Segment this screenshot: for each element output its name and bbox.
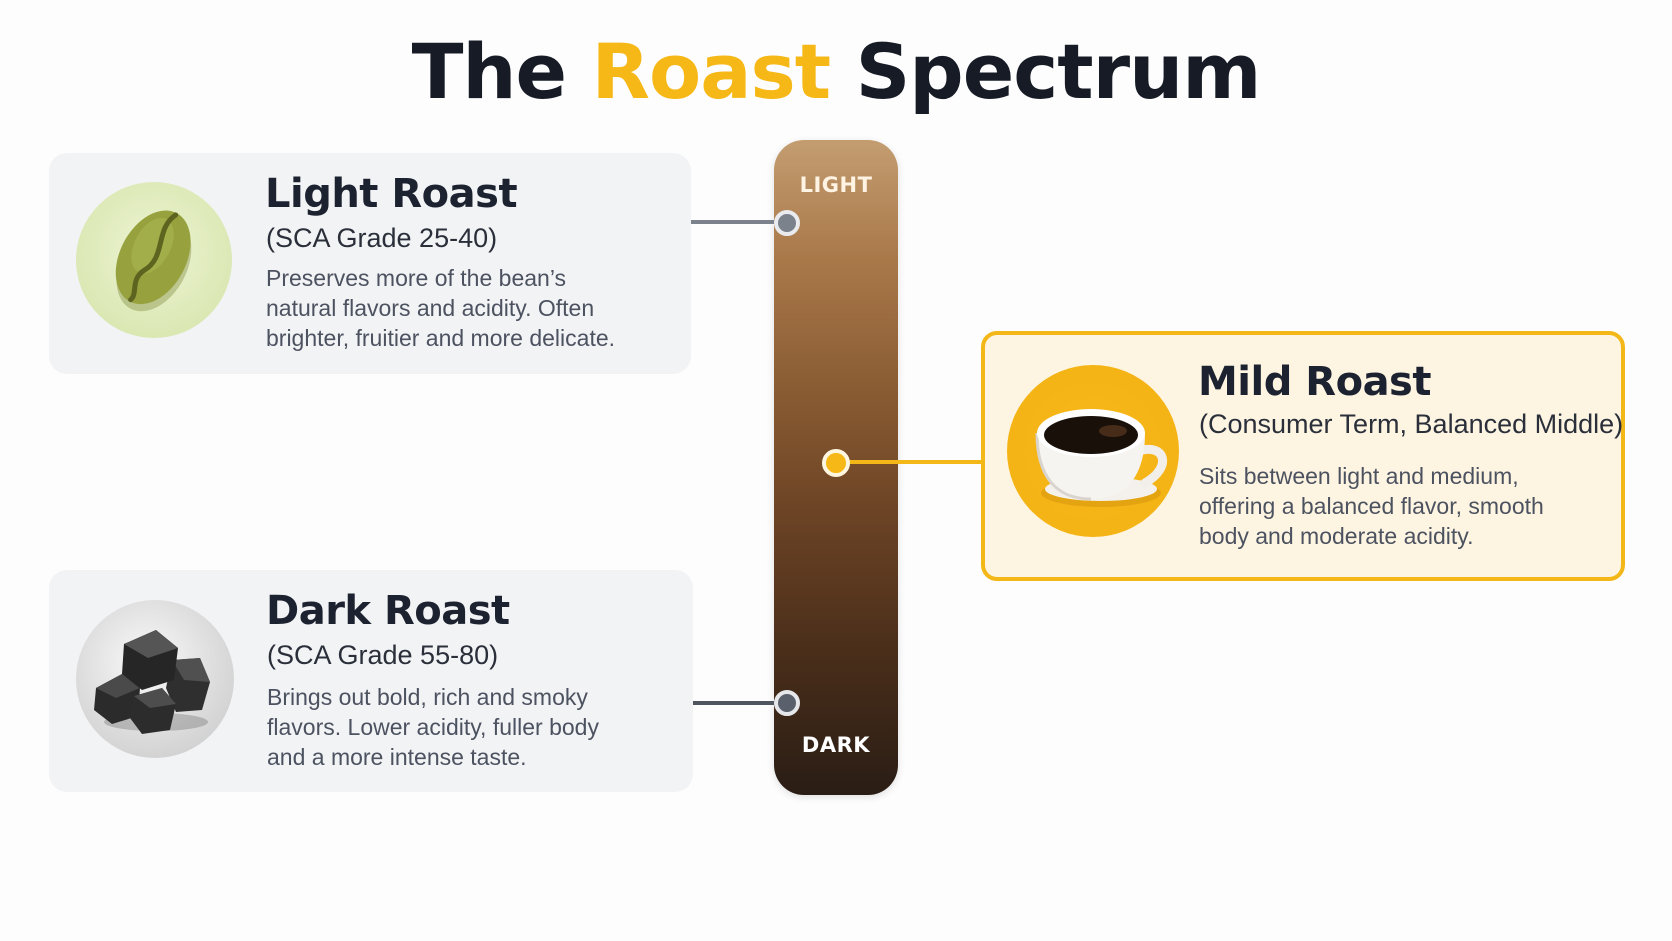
title-part-1: The [411, 27, 592, 116]
coffee-cup-icon [1007, 365, 1179, 537]
description-line: offering a balanced flavor, smooth [1199, 493, 1544, 519]
mild-roast-connector [838, 460, 981, 464]
light-roast-subtitle: (SCA Grade 25-40) [266, 223, 498, 253]
green-coffee-bean-graphic [115, 210, 192, 312]
light-roast-connector [691, 220, 786, 224]
mild-roast-card: Mild Roast (Consumer Term, Balanced Midd… [981, 331, 1625, 581]
dark-roast-connector [693, 701, 786, 705]
dark-roast-card: Dark Roast (SCA Grade 55-80) Brings out … [49, 570, 693, 792]
description-line: and a more intense taste. [267, 744, 527, 770]
spectrum-dark-label: DARK [801, 733, 871, 757]
dark-roast-marker [774, 690, 800, 716]
light-roast-title: Light Roast [265, 171, 518, 217]
light-roast-card: Light Roast (SCA Grade 25-40) Preserves … [49, 153, 691, 374]
description-line: Brings out bold, rich and smoky [267, 684, 588, 710]
dark-roast-title: Dark Roast [266, 588, 510, 634]
description-line: flavors. Lower acidity, fuller body [267, 714, 599, 740]
mild-roast-subtitle: (Consumer Term, Balanced Middle) [1199, 409, 1624, 439]
description-line: Preserves more of the bean’s [266, 265, 567, 291]
description-line: body and moderate acidity. [1199, 523, 1474, 549]
description-line: natural flavors and acidity. Often [266, 295, 595, 321]
coffee-cup-graphic [1035, 409, 1167, 507]
mild-roast-description: Sits between light and medium, offering … [1199, 461, 1544, 551]
mild-roast-marker [822, 449, 850, 477]
description-line: Sits between light and medium, [1199, 463, 1519, 489]
light-roast-marker [774, 210, 800, 236]
spectrum-light-label: LIGHT [799, 173, 873, 197]
light-roast-description: Preserves more of the bean’s natural fla… [266, 263, 615, 353]
dark-roast-subtitle: (SCA Grade 55-80) [267, 640, 499, 670]
mild-roast-title: Mild Roast [1198, 359, 1432, 405]
charcoal-graphic [94, 630, 210, 734]
title-accent: Roast [591, 27, 832, 116]
title-part-2: Spectrum [830, 27, 1262, 116]
green-coffee-bean-icon [76, 182, 232, 338]
charcoal-icon [76, 600, 234, 758]
dark-roast-description: Brings out bold, rich and smoky flavors.… [267, 682, 599, 772]
page-title: The Roast Spectrum [0, 26, 1672, 117]
description-line: brighter, fruitier and more delicate. [266, 325, 616, 351]
